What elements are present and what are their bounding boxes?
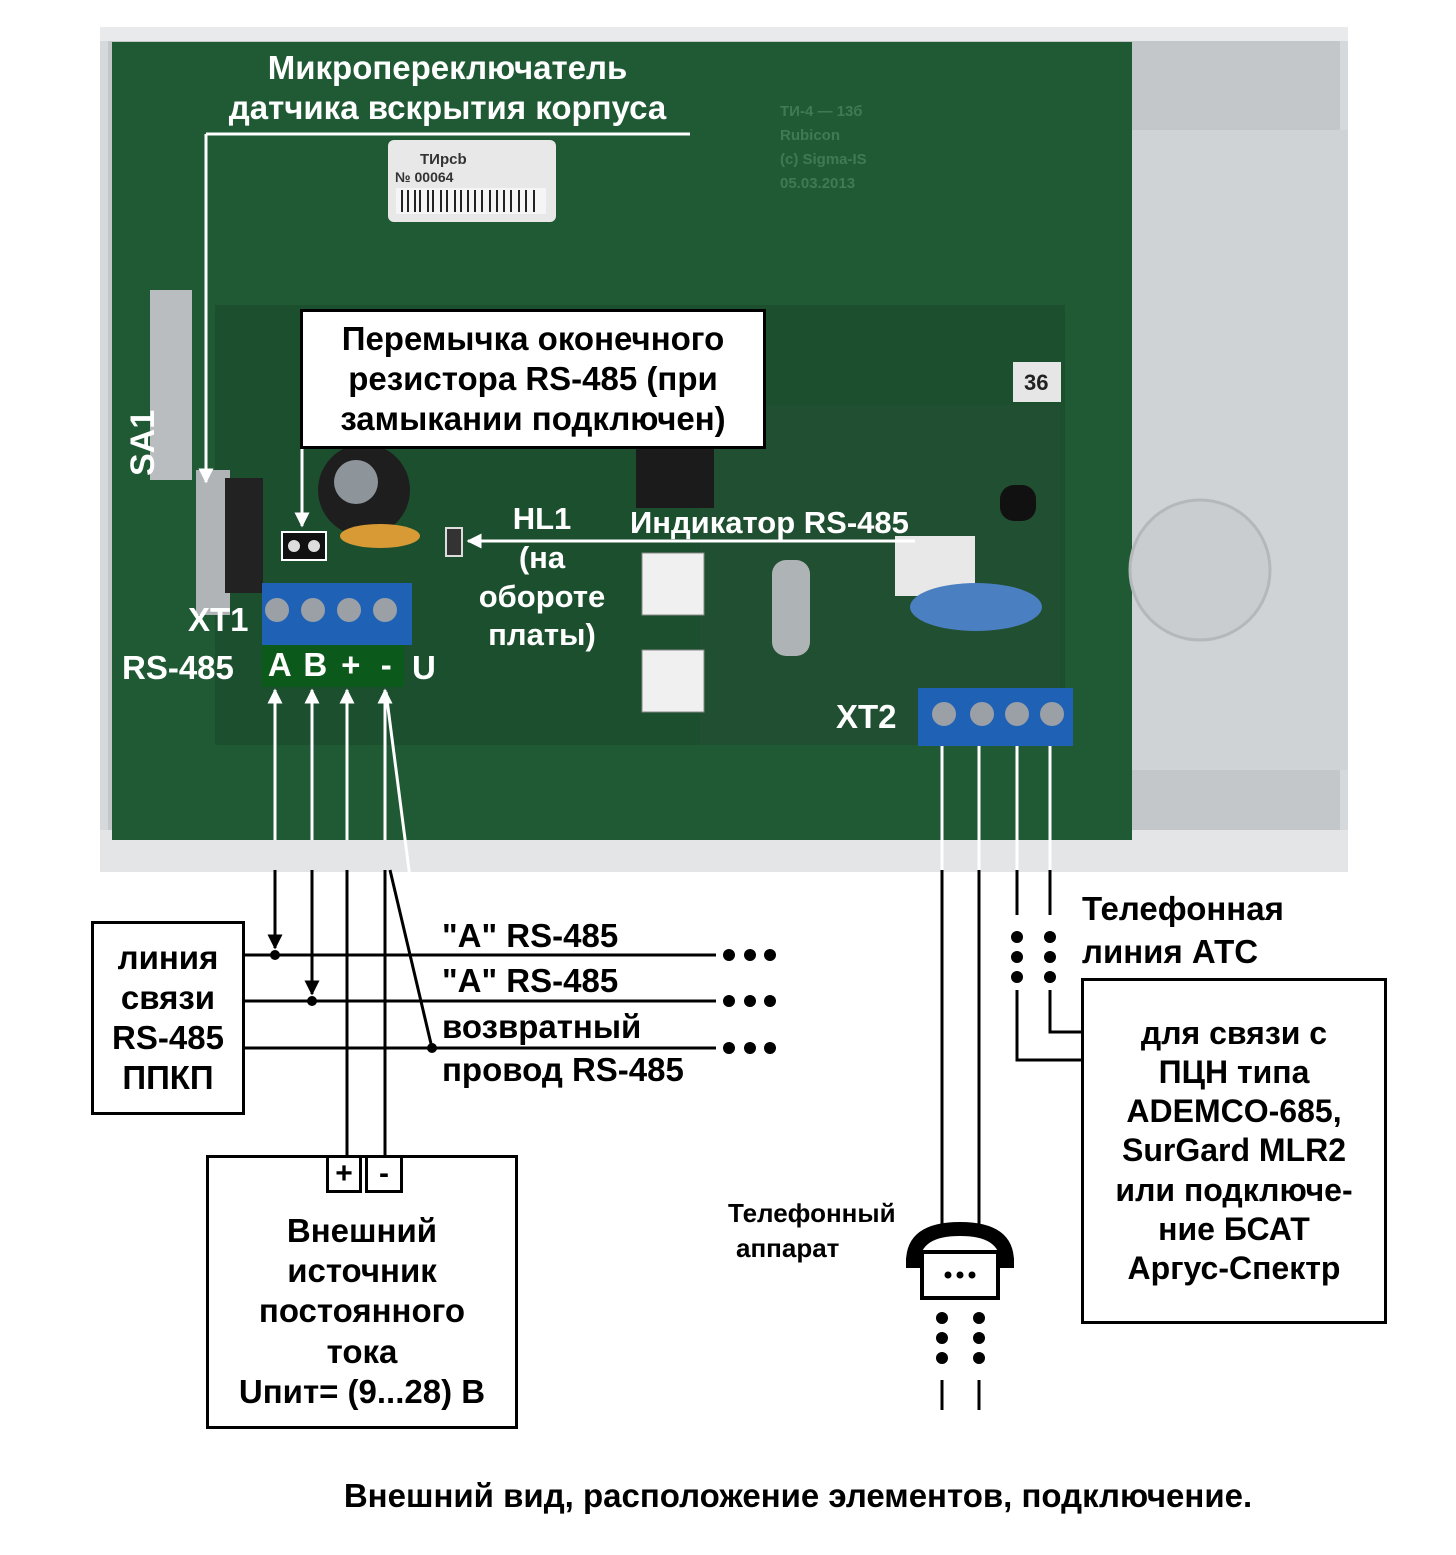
svg-text:Rubicon: Rubicon: [780, 127, 840, 144]
telephone-set-label: Телефонный аппарат: [728, 1196, 896, 1266]
micro-switch-label: Микропереключатель датчика вскрытия корп…: [200, 48, 695, 127]
bus-line-3-label: возвратный провод RS-485: [442, 1006, 684, 1092]
figure-caption: Внешний вид, расположение элементов, под…: [343, 1477, 1253, 1514]
bus-line-3-line-1: возвратный: [442, 1008, 642, 1045]
power-plus-terminal: +: [326, 1155, 362, 1193]
telephone-set-line-1: Телефонный: [728, 1198, 896, 1228]
pcn-line-2: ПЦН типа: [1158, 1054, 1310, 1091]
continuation-dots: [723, 931, 1056, 1364]
power-line-2: источник: [287, 1252, 437, 1289]
led-hl1: [445, 527, 463, 557]
wiring: [242, 869, 1082, 1410]
terminal-b: B: [303, 646, 328, 683]
pcn-line-4: SurGard MLR2: [1121, 1132, 1347, 1169]
pcn-box: для связи с ПЦН типа ADEMCO-685, SurGard…: [1081, 978, 1387, 1324]
xt1-rs485-label: RS-485: [122, 649, 234, 686]
svg-text:(с) Sigma-IS: (с) Sigma-IS: [780, 151, 867, 168]
annotation-lines: [198, 132, 1052, 1049]
pad-36-label: 36: [1024, 370, 1048, 395]
xt1-terminal-labels: A B + -: [262, 645, 404, 687]
terminal-a: A: [267, 646, 292, 683]
jumper-line-3: замыкании подключен): [340, 400, 726, 438]
pcn-line-1: для связи с: [1140, 1015, 1328, 1052]
bus-line-1-label: "A" RS-485: [442, 917, 619, 954]
rs485-line-text-4: ППКП: [122, 1059, 214, 1097]
optocouplers: [641, 552, 705, 713]
bus-line-2-label: "A" RS-485: [442, 962, 619, 999]
pcn-line-6: ние БСАТ: [1158, 1210, 1310, 1247]
junction-dots: [270, 950, 437, 1053]
xt2-terminal-block: [918, 688, 1073, 746]
power-line-3: постоянного: [258, 1292, 466, 1330]
wire-minus-return: [384, 691, 434, 1049]
micro-switch-line-2: датчика вскрытия корпуса: [228, 88, 667, 126]
tamper-connector: [225, 478, 263, 593]
jumper-line-2: резистора RS-485 (при: [348, 359, 718, 397]
rs485-line-box: линия связи RS-485 ППКП: [91, 921, 245, 1115]
power-line-1: Внешний: [286, 1211, 438, 1249]
ic-chip: [636, 448, 714, 508]
blue-capacitor: [910, 583, 1042, 631]
transistor: [1000, 485, 1036, 521]
xt1-label: XT1: [188, 601, 249, 638]
telephone-set-icon: [906, 1222, 1014, 1300]
pcb-silkscreen: ТИ-4 — 13б Rubicon (с) Sigma-IS 05.03.20…: [780, 103, 867, 192]
hl1-label: HL1 (на обороте платы): [462, 500, 622, 655]
ats-line-label: Телефонная линия АТС: [1082, 888, 1284, 974]
power-minus-terminal: -: [365, 1155, 403, 1193]
ats-line-1: Телефонная: [1082, 890, 1284, 927]
svg-text:05.03.2013: 05.03.2013: [780, 175, 855, 192]
power-source-box: Внешний источник постоянного тока Uпит= …: [206, 1155, 518, 1429]
hl1-line-3: обороте: [478, 578, 606, 614]
svg-text:ТИ-4 — 13б: ТИ-4 — 13б: [780, 103, 863, 120]
terminal-plus: +: [341, 646, 361, 683]
terminal-minus: -: [380, 646, 392, 683]
indicator-label: Индикатор RS-485: [630, 505, 909, 540]
tamper-switch: [196, 470, 230, 615]
bus-line-3-line-2: провод RS-485: [442, 1050, 684, 1088]
ceramic-capacitor: [340, 524, 420, 548]
xt1-terminal-label-strip: [262, 645, 404, 687]
return-wire: [388, 869, 434, 1049]
xt1-terminal-block: [262, 583, 412, 687]
tamper-switch-plate: [150, 290, 192, 480]
micro-switch-line-1: Микропереключатель: [267, 49, 628, 86]
rs485-line-text-2: связи: [120, 978, 216, 1016]
pad-36-box: [1013, 362, 1061, 402]
rs485-line-text-1: линия: [117, 938, 219, 976]
ats-line-2: линия АТС: [1082, 932, 1259, 970]
xt2-label: XT2: [836, 698, 897, 735]
hl1-line-4: платы): [488, 617, 596, 653]
case-knob: [1128, 498, 1272, 642]
power-line-4: тока: [326, 1332, 398, 1370]
svg-text:ТИрсb: ТИрсb: [420, 151, 467, 168]
pcn-line-3: ADEMCO-685,: [1126, 1093, 1342, 1130]
hl1-line-1: HL1: [512, 501, 572, 536]
case-top-rim: [100, 27, 1348, 41]
rs485-line-text-3: RS-485: [112, 1019, 224, 1056]
sa1-label: SA1: [124, 409, 162, 476]
hl1-line-2: (на: [518, 539, 566, 575]
pcb-sticker: ТИрсb № 00064: [388, 140, 556, 222]
jumper-line-1: Перемычка оконечного: [341, 319, 725, 357]
jumper-callout: Перемычка оконечного резистора RS-485 (п…: [300, 309, 766, 449]
case-right-wall: [1128, 130, 1348, 770]
u-label: U: [412, 649, 436, 686]
pcn-line-7: Аргус-Спектр: [1127, 1249, 1341, 1286]
pcn-line-5: или подключе-: [1115, 1171, 1353, 1208]
quartz: [772, 560, 810, 656]
telephone-set-line-2: аппарат: [736, 1233, 840, 1264]
power-line-5: Uпит= (9...28) В: [238, 1372, 486, 1410]
svg-text:№ 00064: № 00064: [395, 169, 454, 185]
